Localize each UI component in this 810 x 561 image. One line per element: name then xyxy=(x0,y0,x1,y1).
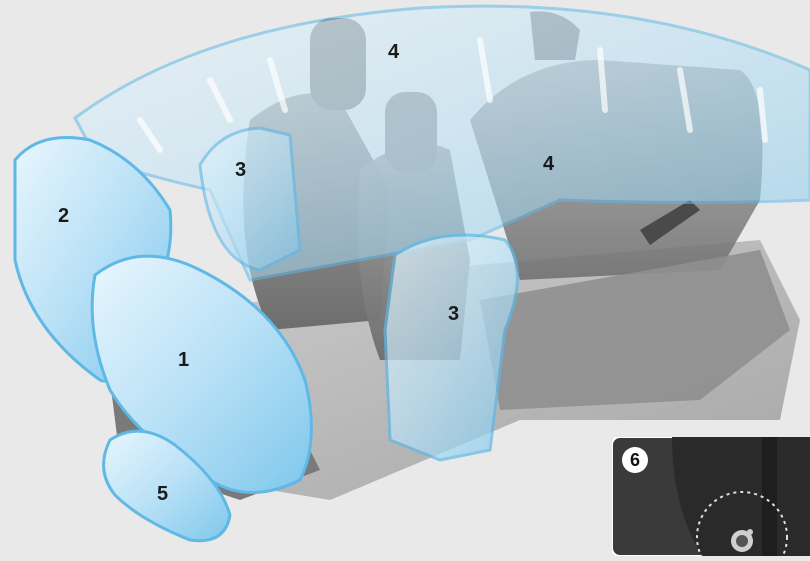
side-airbag-front xyxy=(200,128,300,270)
callout-5: 5 xyxy=(157,483,168,505)
inset-airbag-indicator-panel: 6 xyxy=(612,437,810,556)
callout-2: 2 xyxy=(58,205,69,227)
callout-6: 6 xyxy=(622,447,648,473)
airbag-off-indicator-icon xyxy=(722,525,762,553)
callout-3-front: 3 xyxy=(235,159,246,181)
callout-4-front: 4 xyxy=(388,41,400,63)
callout-4-rear: 4 xyxy=(543,153,555,175)
callout-1: 1 xyxy=(178,349,189,371)
callout-3-passenger: 3 xyxy=(448,303,459,325)
